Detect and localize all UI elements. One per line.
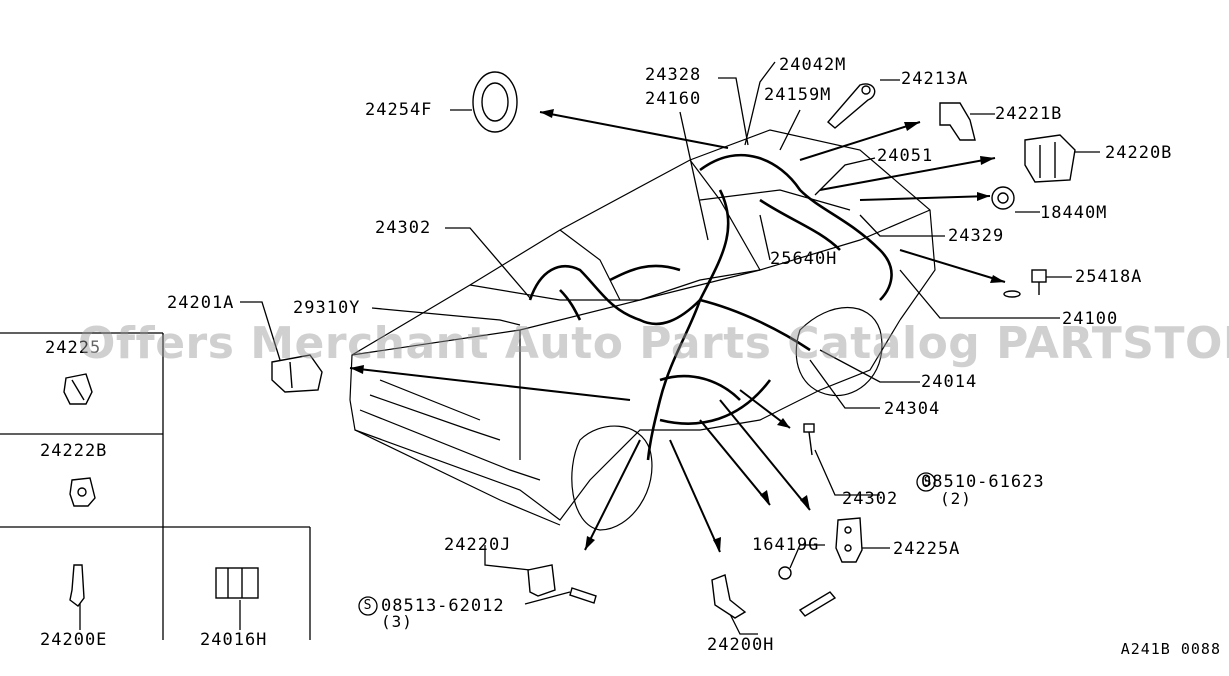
part-grommet-24254F — [472, 71, 518, 133]
label-24328: 24328 — [645, 65, 702, 85]
label-24225A: 24225A — [893, 539, 961, 559]
label-24329: 24329 — [948, 226, 1005, 246]
s-symbol-08510: S — [923, 475, 933, 490]
label-24304: 24304 — [884, 399, 941, 419]
inset-boxes — [0, 332, 311, 640]
label-24160: 24160 — [645, 89, 702, 109]
part-grommet-16419G — [778, 566, 837, 617]
part-bracket-24221B — [939, 102, 976, 141]
label-29310Y: 29310Y — [293, 298, 361, 318]
label-24014: 24014 — [921, 372, 978, 392]
watermark: Offers Merchant Auto Parts Catalog PARTS… — [78, 318, 1229, 369]
label-24200E: 24200E — [40, 630, 108, 650]
label-24159M: 24159M — [764, 85, 832, 105]
label-24200H: 24200H — [707, 635, 775, 655]
part-connector-24220B — [1024, 134, 1076, 183]
label-08513-62012: 08513-62012 — [381, 596, 505, 616]
label-18440M: 18440M — [1040, 203, 1108, 223]
part-bolt-08510 — [803, 423, 815, 456]
label-24220J: 24220J — [444, 535, 512, 555]
part-clip-24213A — [827, 83, 876, 129]
part-screw-25418A — [1003, 269, 1047, 298]
car-body-outline — [349, 129, 936, 531]
part-cover-24220J — [527, 564, 556, 597]
arrow-heads — [350, 109, 1005, 552]
label-25640H: 25640H — [770, 249, 838, 269]
label-24302-lower: 24302 — [842, 489, 899, 509]
label-24222B: 24222B — [40, 441, 108, 461]
label-24201A: 24201A — [167, 293, 235, 313]
label-24221B: 24221B — [995, 104, 1063, 124]
label-24213A: 24213A — [901, 69, 969, 89]
label-24042M: 24042M — [779, 55, 847, 75]
label-16419G: 16419G — [752, 535, 820, 555]
part-screw-08513 — [569, 587, 597, 604]
label-inset-top: 24225 — [45, 338, 102, 358]
part-clip-24201A — [271, 354, 323, 393]
part-grommet-18440M — [991, 186, 1015, 210]
callout-arrows — [349, 111, 1006, 553]
label-24016H: 24016H — [200, 630, 268, 650]
label-08510-61623: 08510-61623 — [921, 472, 1045, 492]
label-08513-qty: (3) — [381, 612, 413, 631]
part-clip-24200H — [711, 574, 747, 619]
label-24220B: 24220B — [1105, 143, 1173, 163]
circled-s-symbols — [358, 472, 936, 616]
part-clip-24225-inset — [63, 373, 93, 405]
label-25418A: 25418A — [1075, 267, 1143, 287]
part-clip-24225A — [835, 517, 863, 563]
drawing-code: A241B 0088 — [1120, 640, 1221, 658]
leader-lines — [79, 61, 1100, 635]
part-connector-24016H — [215, 567, 259, 599]
s-symbol-08513: S — [363, 598, 373, 613]
label-08510-qty: (2) — [940, 489, 972, 508]
wiring-harness — [528, 153, 893, 461]
label-24051: 24051 — [877, 146, 934, 166]
label-24302-upper: 24302 — [375, 218, 432, 238]
part-clip-24200E — [69, 564, 85, 607]
label-24100: 24100 — [1062, 309, 1119, 329]
label-24254F: 24254F — [365, 100, 433, 120]
part-clip-24222B — [69, 477, 96, 507]
